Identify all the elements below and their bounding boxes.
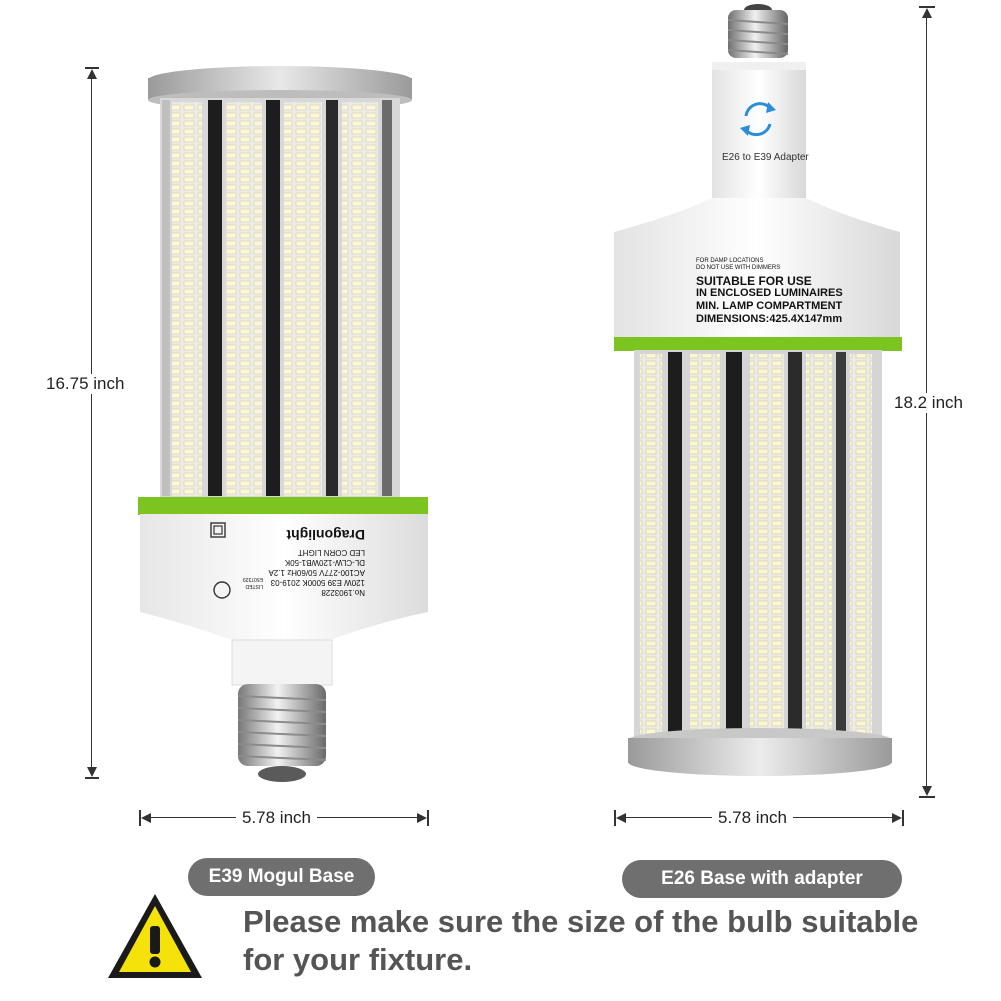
notice-large-line: MIN. LAMP COMPARTMENT [696,300,843,312]
fixture-size-warning: Please make sure the size of the bulb su… [243,904,919,977]
left-width-label: 5.78 inch [236,808,317,828]
e39-base-pill: E39 Mogul Base [188,858,375,896]
warning-icon [108,894,202,978]
right-notice-label: FOR DAMP LOCATIONS DO NOT USE WITH DIMME… [696,258,896,328]
e26-base-pill: E26 Base with adapter [622,860,902,898]
notice-large-line: DIMENSIONS:425.4X147mm [696,313,843,325]
right-width-label: 5.78 inch [712,808,793,828]
right-height-label: 18.2 inch [892,393,965,413]
adapter-label: E26 to E39 Adapter [722,152,809,163]
notice-large-line: IN ENCLOSED LUMINAIRES [696,287,843,299]
notice-small-line: DO NOT USE WITH DIMMERS [696,265,781,271]
left-height-label: 16.75 inch [44,374,127,394]
adapter-swap-icon [740,102,776,137]
notice-large-line: SUITABLE FOR USE [696,274,812,288]
notice-small-line: FOR DAMP LOCATIONS [696,258,764,264]
